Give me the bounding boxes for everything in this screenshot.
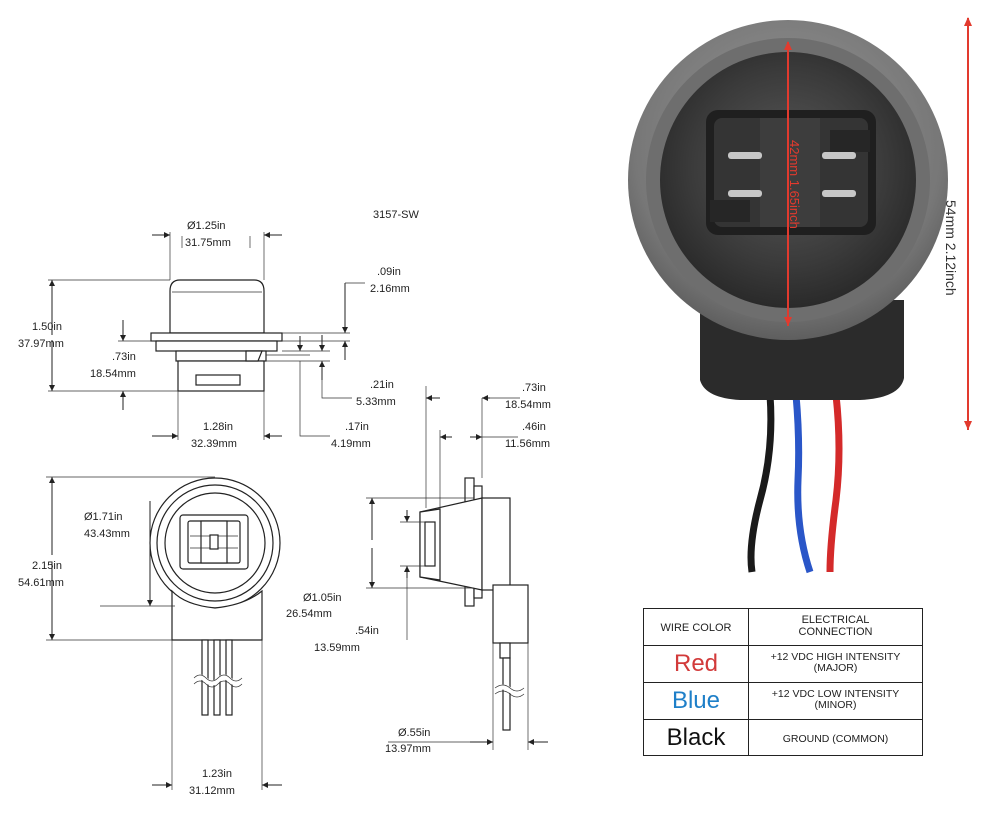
- dim-55-mm: 13.97mm: [385, 743, 431, 755]
- dim-150-in: 1.50in: [32, 321, 62, 333]
- dim-73a-in: .73in: [112, 351, 136, 363]
- outer-dim-label: 54mm 2.12inch: [943, 200, 959, 296]
- wire-black: [747, 394, 775, 573]
- dim-150-mm: 37.97mm: [18, 338, 64, 350]
- table-row: Red +12 VDC HIGH INTENSITY (MAJOR): [643, 645, 923, 683]
- wire-color-red: Red: [643, 645, 749, 683]
- dim-21-mm: 5.33mm: [356, 396, 396, 408]
- dim-09-mm: 2.16mm: [370, 283, 410, 295]
- wire-color-table: WIRE COLOR ELECTRICAL CONNECTION Red +12…: [643, 608, 923, 756]
- dim-171-in: Ø1.71in: [84, 511, 123, 523]
- dim-54-mm: 13.59mm: [314, 642, 360, 654]
- front-view: Ø1.71in 43.43mm 2.15in 54.61mm 1.23in 31…: [18, 476, 282, 797]
- dim-215-in: 2.15in: [32, 560, 62, 572]
- part-number: 3157-SW: [373, 209, 419, 221]
- table-row: Blue +12 VDC LOW INTENSITY (MINOR): [643, 682, 923, 720]
- dim-09-in: .09in: [377, 266, 401, 278]
- side-view: 3157-SW Ø1.25in 31.75mm .09in 2.16mm: [18, 209, 419, 450]
- dim-125-in: Ø1.25in: [187, 220, 226, 232]
- dim-55-in: Ø.55in: [398, 727, 430, 739]
- socket-photo: 42mm 1.65inch 54mm 2.12inch: [628, 17, 972, 574]
- pin: [728, 152, 762, 159]
- dim-123-mm: 31.12mm: [189, 785, 235, 797]
- dim-125-mm: 31.75mm: [185, 237, 231, 249]
- dim-17-in: .17in: [345, 421, 369, 433]
- dim-215-mm: 54.61mm: [18, 577, 64, 589]
- dim-46-mm: 11.56mm: [505, 438, 550, 450]
- connection-blue: +12 VDC LOW INTENSITY (MINOR): [748, 682, 923, 720]
- dim-128-in: 1.28in: [203, 421, 233, 433]
- dim-128-mm: 32.39mm: [191, 438, 237, 450]
- dim-54-in: .54in: [355, 625, 379, 637]
- wire-color-black: Black: [643, 719, 749, 756]
- connection-black: GROUND (COMMON): [748, 719, 923, 756]
- inner-dim-label: 42mm 1.65inch: [787, 140, 802, 229]
- dim-105-mm: 26.54mm: [286, 608, 332, 620]
- header-wire-color: WIRE COLOR: [643, 608, 749, 646]
- dim-21-in: .21in: [370, 379, 394, 391]
- dim-73a-mm: 18.54mm: [90, 368, 136, 380]
- dim-46-in: .46in: [522, 421, 546, 433]
- dim-171-mm: 43.43mm: [84, 528, 130, 540]
- connection-red: +12 VDC HIGH INTENSITY (MAJOR): [748, 645, 923, 683]
- section-view: .73in 18.54mm .46in 11.56mm Ø1.05in 26.5…: [286, 382, 551, 755]
- header-electrical-connection: ELECTRICAL CONNECTION: [748, 608, 923, 646]
- pin: [822, 190, 856, 197]
- pin: [822, 152, 856, 159]
- pin: [728, 190, 762, 197]
- wire-blue: [792, 394, 814, 574]
- dim-105-in: Ø1.05in: [303, 592, 342, 604]
- dim-73b-in: .73in: [522, 382, 546, 394]
- dim-123-in: 1.23in: [202, 768, 232, 780]
- dim-73b-mm: 18.54mm: [505, 399, 551, 411]
- dim-17-mm: 4.19mm: [331, 438, 371, 450]
- wire-red: [826, 394, 843, 573]
- table-row: Black GROUND (COMMON): [643, 719, 923, 756]
- wire-color-blue: Blue: [643, 682, 749, 720]
